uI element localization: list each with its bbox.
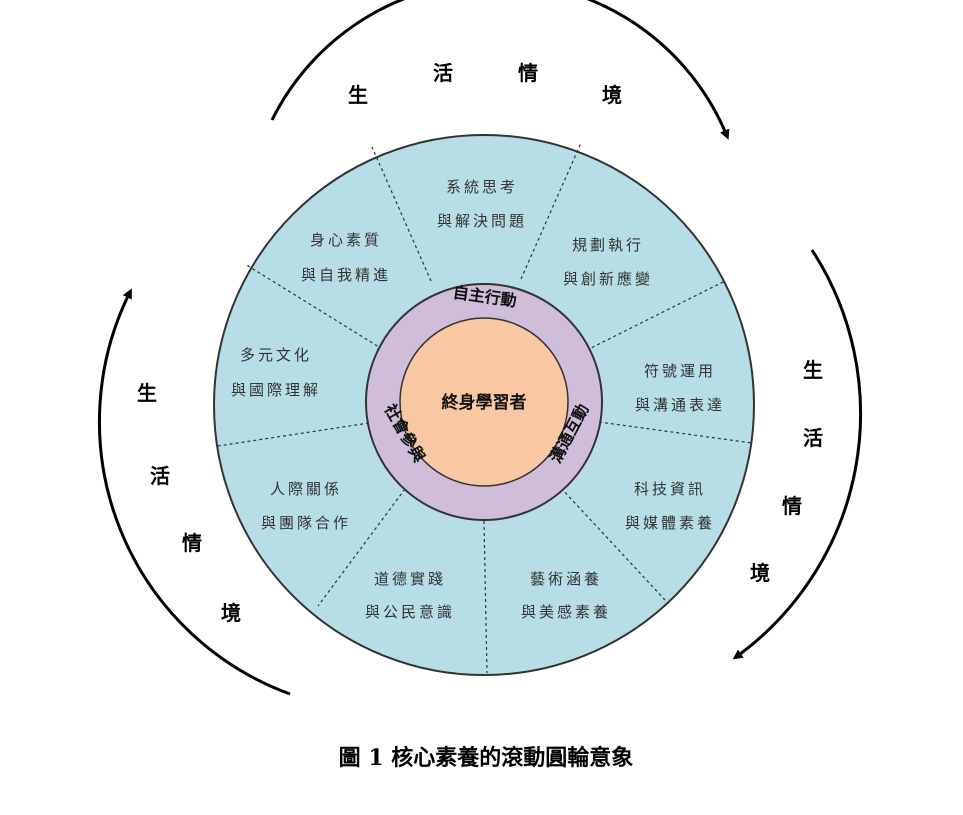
segment-tech-line2: 與媒體素養 [625, 514, 715, 532]
figure-caption: 圖 1 核心素養的滾動圓輪意象 [339, 745, 634, 771]
segment-planning-line2: 與創新應變 [563, 270, 653, 288]
context-char-right-3: 情 [782, 494, 802, 518]
segment-body-mind-line1: 身心素質 [310, 231, 382, 249]
context-char-left-1: 生 [137, 381, 157, 405]
segment-arts-line2: 與美感素養 [521, 603, 611, 621]
context-char-right-1: 生 [803, 358, 823, 382]
context-char-right-2: 活 [803, 426, 823, 450]
segment-relations-line2: 與團隊合作 [261, 514, 351, 532]
context-char-right-4: 境 [750, 561, 770, 585]
core-label: 終身學習者 [442, 392, 527, 413]
context-char-left-4: 境 [221, 601, 241, 625]
segment-ethics-line1: 道德實踐 [374, 570, 446, 588]
context-char-left-2: 活 [150, 464, 170, 488]
segment-relations-line1: 人際關係 [270, 480, 342, 498]
segment-body-mind-line2: 與自我精進 [301, 266, 391, 284]
context-char-top-4: 境 [602, 83, 622, 107]
segment-tech-line1: 科技資訊 [634, 480, 706, 498]
context-arrow-top [270, 0, 730, 140]
context-char-left-3: 情 [182, 531, 202, 555]
segment-symbols-line2: 與溝通表達 [635, 396, 725, 414]
segment-systems-line1: 系統思考 [446, 178, 518, 196]
context-char-top-3: 情 [518, 61, 538, 85]
context-arrow-left [97, 288, 291, 696]
segment-symbols-line1: 符號運用 [644, 362, 716, 380]
context-char-top-1: 生 [348, 83, 368, 107]
segment-arts-line1: 藝術涵養 [530, 570, 602, 588]
context-char-top-2: 活 [433, 61, 453, 85]
core-circle [399, 317, 569, 487]
segment-systems-line2: 與解決問題 [437, 212, 527, 230]
segment-planning-line1: 規劃執行 [572, 236, 644, 254]
segment-culture-line2: 與國際理解 [231, 381, 321, 399]
segment-ethics-line2: 與公民意識 [365, 603, 455, 621]
segment-culture-line1: 多元文化 [240, 346, 312, 364]
context-arrow-right [732, 249, 863, 660]
